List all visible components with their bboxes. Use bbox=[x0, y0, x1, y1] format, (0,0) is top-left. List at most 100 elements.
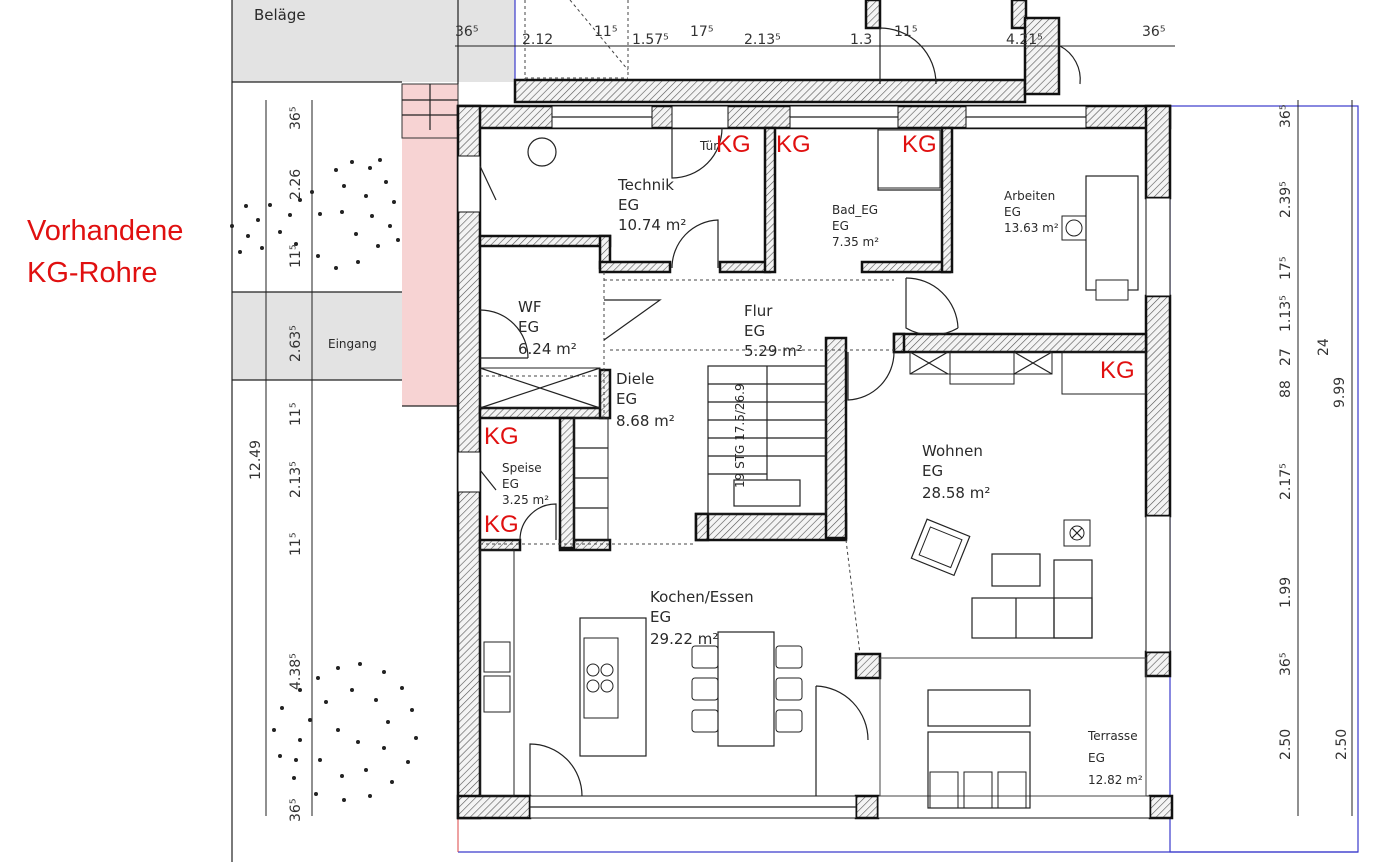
room-terrasse: Terrasse EG 12.82 m² bbox=[1087, 729, 1143, 787]
dim-label: 17⁵ bbox=[1278, 257, 1294, 280]
dim-label: 2.12 bbox=[522, 32, 553, 48]
dim-label: 2.17⁵ bbox=[1278, 463, 1294, 500]
dim-label: 2.26 bbox=[288, 169, 304, 200]
belaege-label: Beläge bbox=[254, 6, 306, 24]
room-area: 7.35 m² bbox=[832, 235, 879, 249]
note-line-2: KG-Rohre bbox=[27, 257, 158, 289]
blue-outline bbox=[1169, 105, 1359, 853]
dim-label: 4.38⁵ bbox=[288, 653, 304, 690]
room-floor: EG bbox=[518, 318, 539, 336]
dim-label: 27 bbox=[1278, 348, 1294, 366]
room-technik: Technik EG 10.74 m² bbox=[617, 176, 686, 234]
room-area: 29.22 m² bbox=[650, 630, 718, 648]
room-area: 28.58 m² bbox=[922, 484, 990, 502]
dim-label: 36⁵ bbox=[1278, 653, 1294, 676]
sofa bbox=[971, 559, 1093, 639]
room-area: 3.25 m² bbox=[502, 493, 549, 507]
room-floor: EG bbox=[1088, 751, 1105, 765]
belaege-area bbox=[232, 0, 515, 82]
staircase bbox=[707, 365, 827, 515]
dim-label: 2.50 bbox=[1278, 729, 1294, 760]
dim-label: 11⁵ bbox=[288, 245, 304, 268]
note-line-1: Vorhandene bbox=[27, 215, 183, 247]
room-arbeiten: Arbeiten EG 13.63 m² bbox=[1004, 189, 1059, 235]
tree-top bbox=[230, 158, 400, 270]
room-name: Speise bbox=[502, 461, 542, 475]
dimension-lines bbox=[265, 45, 1353, 816]
dim-total: 12.49 bbox=[248, 440, 264, 480]
room-floor: EG bbox=[922, 462, 943, 480]
kg-marker: KG bbox=[716, 131, 751, 158]
entrance-area bbox=[232, 292, 402, 380]
room-area: 8.68 m² bbox=[616, 412, 675, 430]
dim-label: 36⁵ bbox=[1142, 24, 1165, 40]
dim-label: 11⁵ bbox=[594, 24, 617, 40]
room-floor: EG bbox=[502, 477, 519, 491]
room-floor: EG bbox=[618, 196, 639, 214]
dim-label: 1.57⁵ bbox=[632, 32, 669, 48]
tree-bottom bbox=[272, 662, 418, 802]
room-wf: WF EG 6.24 m² bbox=[518, 298, 577, 358]
wall-south bbox=[456, 794, 532, 820]
kg-marker: KG bbox=[484, 423, 519, 450]
dim-label: 2.39⁵ bbox=[1278, 181, 1294, 218]
room-area: 10.74 m² bbox=[618, 216, 686, 234]
wall-technik-s bbox=[478, 234, 612, 248]
boiler bbox=[527, 137, 557, 167]
dim-label: 11⁵ bbox=[288, 533, 304, 556]
kg-marker: KG bbox=[484, 511, 519, 538]
room-name: WF bbox=[518, 298, 541, 316]
wall-east-top bbox=[1144, 104, 1172, 200]
dim-label: 11⁵ bbox=[894, 24, 917, 40]
room-name: Kochen/Essen bbox=[650, 588, 754, 606]
coffee-table bbox=[991, 553, 1041, 587]
dining-table bbox=[717, 631, 775, 747]
dim-total: 9.99 bbox=[1332, 377, 1348, 408]
room-wohnen: Wohnen EG 28.58 m² bbox=[922, 442, 990, 502]
dim-label: 2.13⁵ bbox=[744, 32, 781, 48]
dim-label: 24 bbox=[1316, 338, 1332, 356]
room-floor: EG bbox=[1004, 205, 1021, 219]
room-floor: EG bbox=[832, 219, 849, 233]
room-floor: EG bbox=[744, 322, 765, 340]
dim-label: 88 bbox=[1278, 380, 1294, 398]
kg-marker: KG bbox=[1100, 357, 1135, 384]
annotation-note: Vorhandene KG-Rohre bbox=[27, 215, 183, 289]
room-name: Terrasse bbox=[1087, 729, 1138, 743]
room-kochen: Kochen/Essen EG 29.22 m² bbox=[650, 588, 754, 648]
room-name: Wohnen bbox=[922, 442, 983, 460]
stair-label: 19 STG 17.5/26.9 bbox=[733, 383, 747, 488]
room-area: 13.63 m² bbox=[1004, 221, 1059, 235]
dim-label: 17⁵ bbox=[690, 24, 713, 40]
dim-label: 36⁵ bbox=[1278, 105, 1294, 128]
room-name: Flur bbox=[744, 302, 773, 320]
room-name: Technik bbox=[617, 176, 674, 194]
door-technik bbox=[671, 219, 719, 269]
stair-wall bbox=[694, 512, 848, 542]
room-name: Diele bbox=[616, 370, 654, 388]
kg-marker: KG bbox=[902, 131, 937, 158]
dim-label: 36⁵ bbox=[288, 799, 304, 822]
room-area: 12.82 m² bbox=[1088, 773, 1143, 787]
desk bbox=[1085, 175, 1139, 291]
terrace-bench bbox=[927, 689, 1031, 727]
room-name: Arbeiten bbox=[1004, 189, 1055, 203]
room-floor: EG bbox=[616, 390, 637, 408]
upper-wall bbox=[513, 78, 1027, 104]
room-area: 6.24 m² bbox=[518, 340, 577, 358]
room-area: 5.29 m² bbox=[744, 342, 803, 360]
room-name: Bad_EG bbox=[832, 203, 878, 217]
entrance-path bbox=[402, 84, 458, 406]
kitchen-counter bbox=[479, 549, 515, 797]
dim-label: 1.3 bbox=[850, 32, 872, 48]
dim-label: 2.13⁵ bbox=[288, 461, 304, 498]
dim-label: 2.63⁵ bbox=[288, 325, 304, 362]
dim-label: 36⁵ bbox=[288, 107, 304, 130]
dim-label: 1.99 bbox=[1278, 577, 1294, 608]
room-flur: Flur EG 5.29 m² bbox=[744, 302, 803, 360]
armchair bbox=[910, 518, 971, 577]
kitchen-island bbox=[579, 617, 647, 757]
kg-marker: KG bbox=[776, 131, 811, 158]
room-floor: EG bbox=[650, 608, 671, 626]
